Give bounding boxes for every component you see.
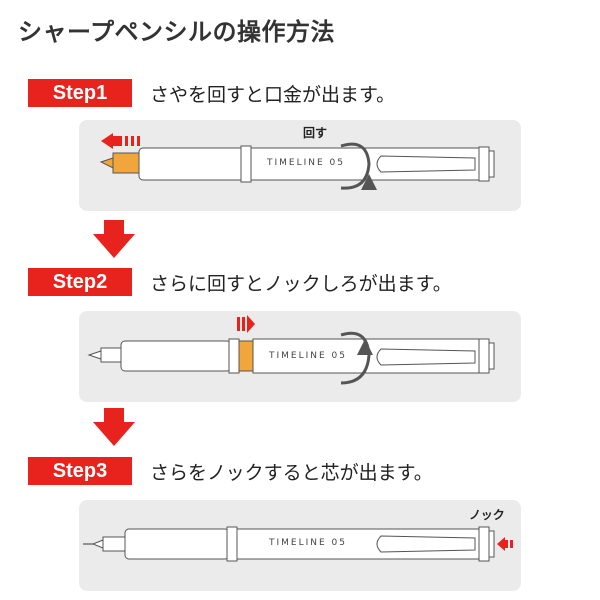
step3-badge: Step3 <box>28 457 132 485</box>
step1-pen-illustration <box>99 133 495 190</box>
down-arrow-icon <box>93 408 135 446</box>
red-left-arrow-icon <box>101 133 113 149</box>
red-right-arrow-icon <box>247 315 255 333</box>
step3-panel: TIMELINE 05 ノック <box>79 500 521 591</box>
step1-rotate-note: 回す <box>303 126 328 140</box>
step2-panel: TIMELINE 05 <box>79 311 521 402</box>
down-arrow-icon <box>93 220 135 258</box>
step3-text: さらをノックすると芯が出ます。 <box>150 462 433 484</box>
step2-brand-text: TIMELINE 05 <box>269 351 348 361</box>
step1-badge: Step1 <box>28 79 132 107</box>
step2-text: さらに回すとノックしろが出ます。 <box>150 273 452 295</box>
step1-text: さやを回すと口金が出ます。 <box>150 84 396 106</box>
step1-panel: TIMELINE 05 回す <box>79 120 521 211</box>
red-knock-arrow-icon <box>497 537 505 551</box>
page-title: シャープペンシルの操作方法 <box>18 18 336 46</box>
step2-badge: Step2 <box>28 268 132 296</box>
step3-knock-note: ノック <box>469 508 505 522</box>
step2-pen-illustration <box>87 315 495 385</box>
step3-brand-text: TIMELINE 05 <box>269 538 348 548</box>
step3-pen-illustration <box>83 526 513 562</box>
step1-brand-text: TIMELINE 05 <box>267 158 346 168</box>
